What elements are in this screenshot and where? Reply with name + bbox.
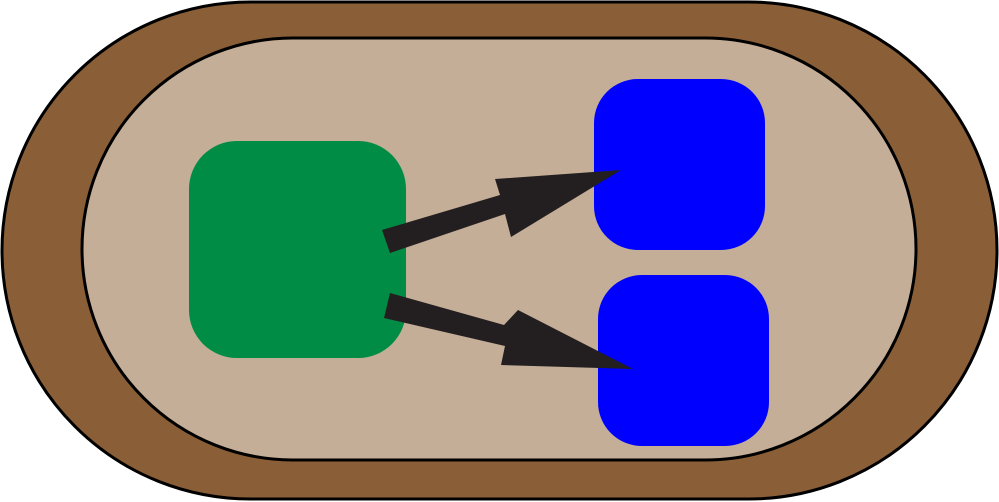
target-node-bottom bbox=[598, 275, 769, 446]
arrow-source-to-target-bottom bbox=[384, 293, 633, 369]
arrow-source-to-target-top bbox=[382, 170, 621, 253]
source-node bbox=[189, 141, 406, 358]
target-node-top bbox=[594, 79, 765, 250]
